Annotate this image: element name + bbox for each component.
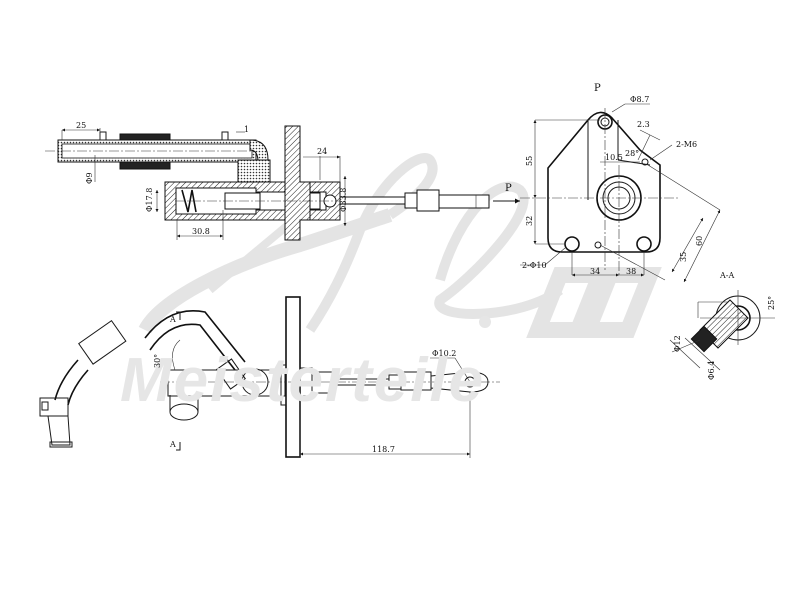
dim-holes: 2-Φ10 [522, 261, 547, 270]
direction-label-p: P [505, 183, 512, 194]
dim-flange-offset: 24 [317, 147, 328, 156]
dim-spacing-right: 38 [626, 267, 637, 276]
dim-thread: 2-M6 [676, 140, 698, 149]
flange-view-label: P [594, 83, 601, 94]
dim-top-hole: Φ8.7 [630, 95, 650, 104]
dim-spacing-left: 34 [590, 267, 601, 276]
dim-offset-x: 10.5 [605, 153, 623, 162]
dim-body-dia: Φ33.8 [339, 187, 348, 212]
section-marker-top: A [170, 315, 176, 324]
section-marker-bottom: A [170, 440, 176, 449]
dim-aa-outer-dia: Φ12 [673, 335, 682, 352]
dim-hose-angle: 30° [153, 353, 162, 368]
dim-diag-long: 60 [695, 235, 704, 246]
section-aa-title: A-A [720, 271, 735, 280]
dim-clip: 1 [244, 125, 250, 134]
dim-upper-height: 55 [525, 155, 534, 166]
dim-edge-offset: 2.3 [637, 120, 650, 129]
dim-diag-short: 35 [679, 251, 688, 262]
side-section-view [45, 125, 520, 241]
section-aa-view [669, 290, 775, 371]
front-view [39, 296, 500, 458]
dim-hose-dia: Φ9 [85, 172, 94, 184]
watermark-brand-name: Meisterteile [120, 346, 486, 415]
dim-clevis-hole: Φ10.2 [432, 349, 457, 358]
dim-angle: 28° [625, 149, 640, 158]
dim-lower-height: 32 [525, 215, 534, 226]
dim-aa-inner-dia: Φ6.4 [707, 360, 716, 380]
dim-bore-dia: Φ17.8 [145, 187, 154, 212]
dim-aa-angle: 25° [767, 295, 776, 310]
flange-view [520, 103, 721, 283]
dim-overall-length: 118.7 [372, 445, 395, 454]
dim-hose-end-length: 25 [76, 121, 87, 130]
dim-spring-length: 30.8 [192, 227, 210, 236]
